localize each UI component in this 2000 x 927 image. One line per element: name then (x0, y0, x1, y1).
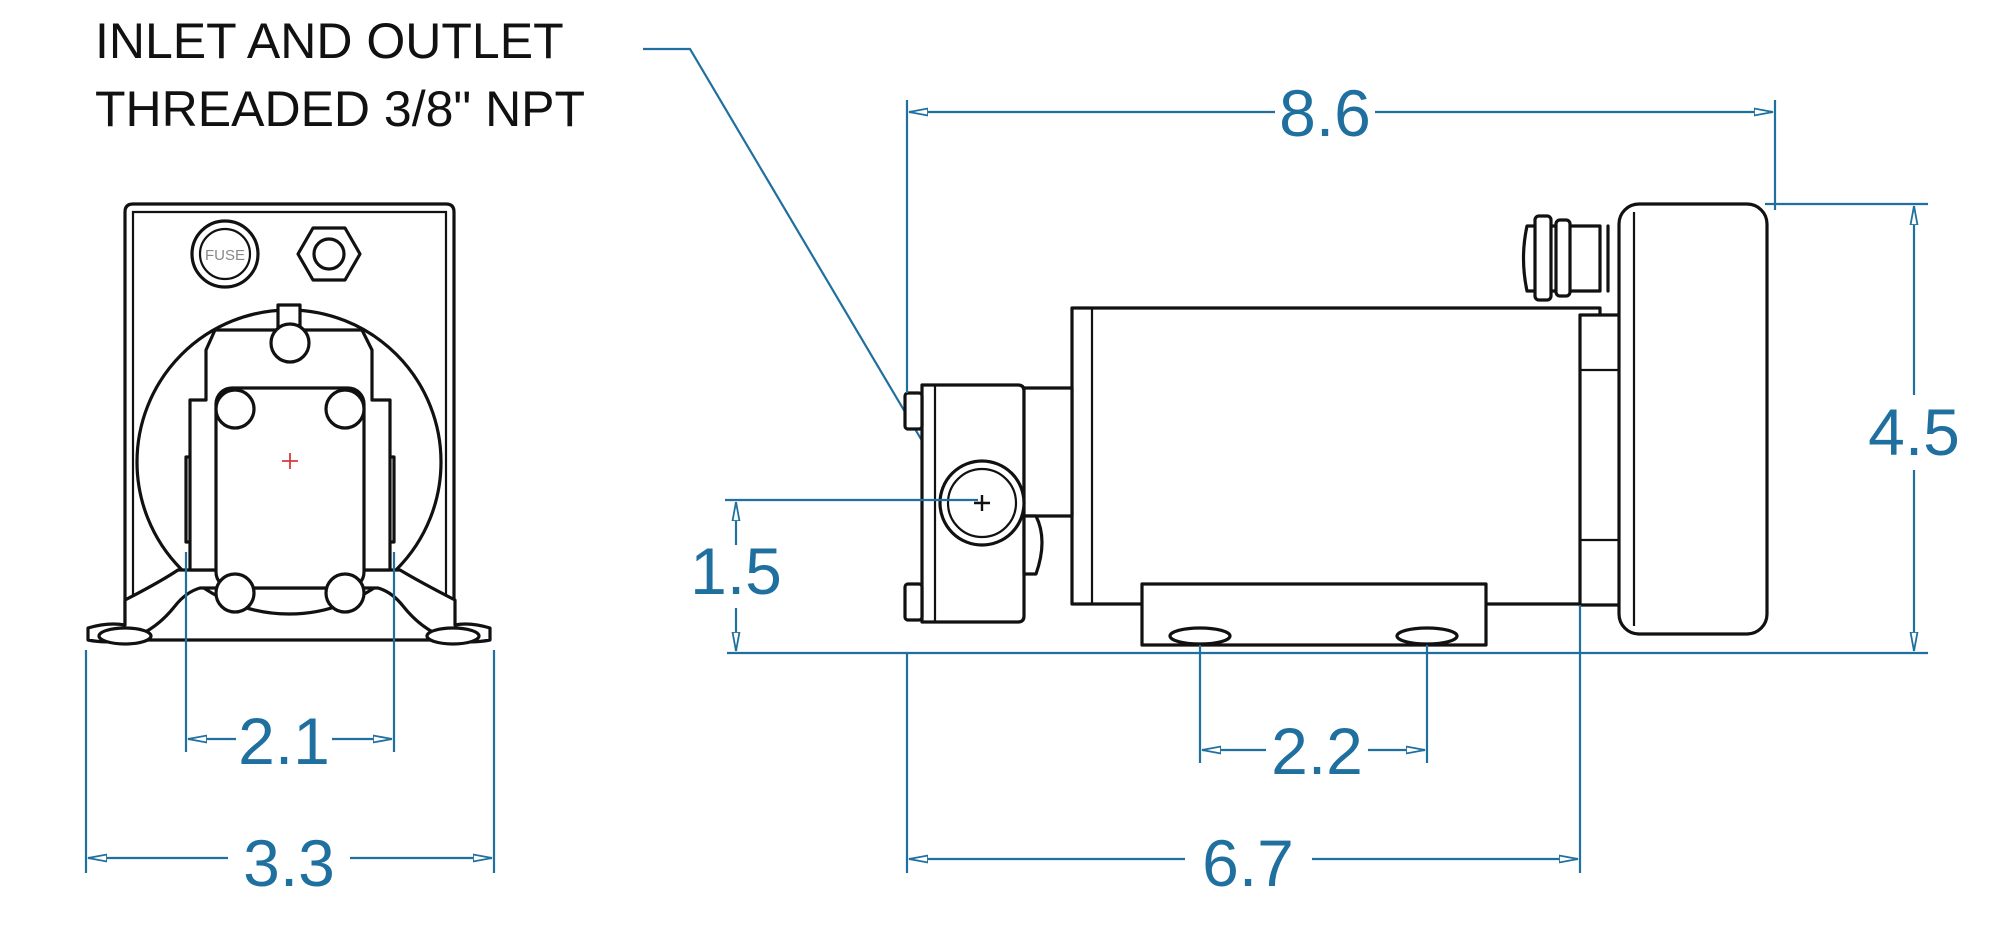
side-pump-lug (1022, 514, 1044, 576)
side-foot-pad-right (1395, 626, 1459, 646)
dim-overall-length-label: 8.6 (1279, 76, 1371, 150)
dim-port-height-label: 1.5 (690, 534, 782, 608)
front-bolt-upper-left (214, 388, 256, 430)
front-foot-pad-right (425, 626, 481, 646)
callout-line-1: INLET AND OUTLET (95, 13, 564, 69)
side-connector-terminal-2 (1554, 218, 1572, 298)
inlet-outlet-callout: INLET AND OUTLET THREADED 3/8" NPT (95, 13, 951, 489)
dim-base-length-label: 6.7 (1202, 826, 1294, 900)
side-dimensions: 8.6 4.5 1.5 2.2 6.7 (690, 76, 1960, 900)
side-head-bolt-bottom (903, 582, 924, 622)
fuse-holder-cap (198, 227, 252, 281)
front-bolt-lower-left (214, 572, 256, 614)
front-bolt-upper-right (324, 388, 366, 430)
side-port-center-mark (974, 495, 990, 511)
fuse-holder-icon (190, 219, 260, 289)
fuse-label: FUSE (205, 247, 245, 264)
pump-side-view (903, 202, 1769, 647)
callout-line-2: THREADED 3/8" NPT (95, 81, 585, 137)
side-foot-pad-left (1168, 626, 1232, 646)
hex-terminal-stud (312, 237, 346, 271)
callout-leader-line (643, 47, 951, 489)
side-connector-terminal-1 (1533, 214, 1553, 302)
side-port-thread (946, 467, 1018, 539)
side-motor-can (1070, 306, 1602, 606)
front-cover-plate (214, 386, 366, 590)
dim-height-label: 4.5 (1868, 395, 1960, 469)
side-motor-endcap (1578, 313, 1622, 607)
side-head-bolt-top (903, 391, 924, 431)
front-bolt-lower-right (324, 572, 366, 614)
front-center-mark (282, 453, 298, 469)
front-bolt-top (269, 322, 311, 364)
front-bracket-inner-edge (131, 210, 448, 640)
dim-width-label: 3.3 (243, 826, 335, 900)
dim-port-spacing-label: 2.1 (238, 704, 330, 778)
front-foot-pad-left (97, 626, 153, 646)
side-pressure-switch-housing (1617, 202, 1769, 636)
pump-front-view: FUSE (86, 202, 492, 646)
side-pump-adapter (1022, 386, 1074, 518)
dim-mount-spacing-label: 2.2 (1271, 714, 1363, 788)
front-dimensions: 2.1 3.3 (84, 552, 496, 900)
front-mounting-feet (86, 568, 492, 644)
